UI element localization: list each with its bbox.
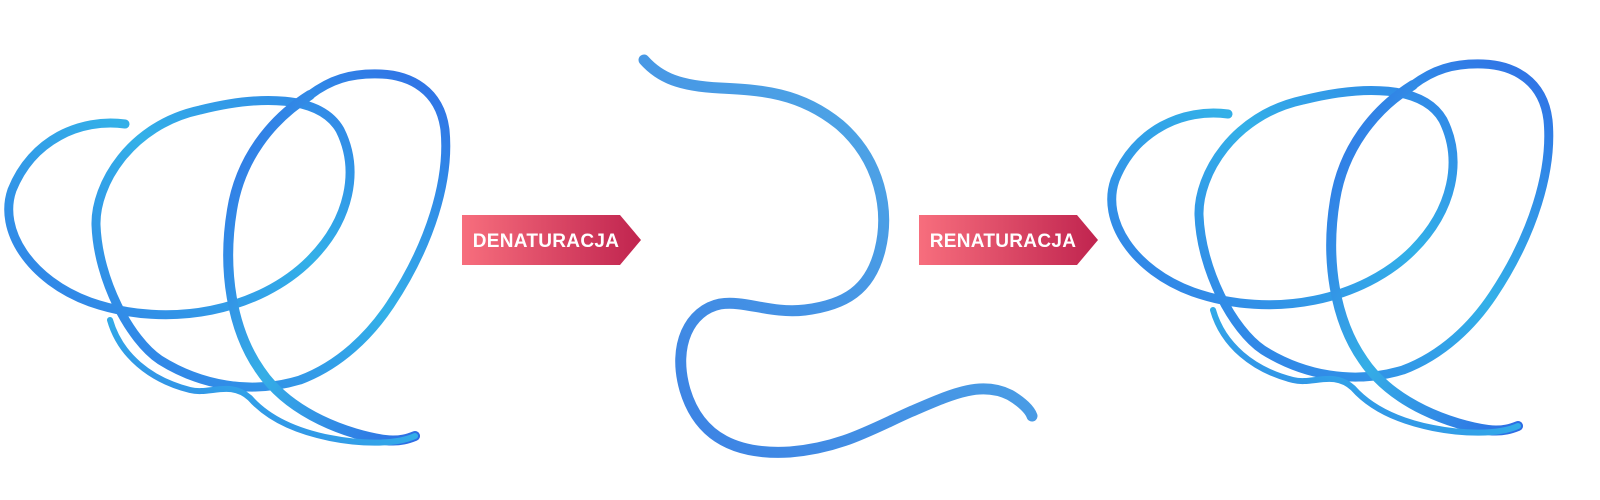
denaturation-label: DENATURACJA [473,231,620,252]
folded-protein-icon [4,69,451,446]
unfolded-protein-icon [638,54,1038,458]
refolded-protein-icon [1107,59,1554,436]
renaturation-arrow: RENATURACJA [919,215,1098,265]
renaturation-label: RENATURACJA [930,231,1077,252]
arrow-shape [462,215,641,265]
arrow-shape [919,215,1098,265]
denaturation-arrow: DENATURACJA [462,215,641,265]
